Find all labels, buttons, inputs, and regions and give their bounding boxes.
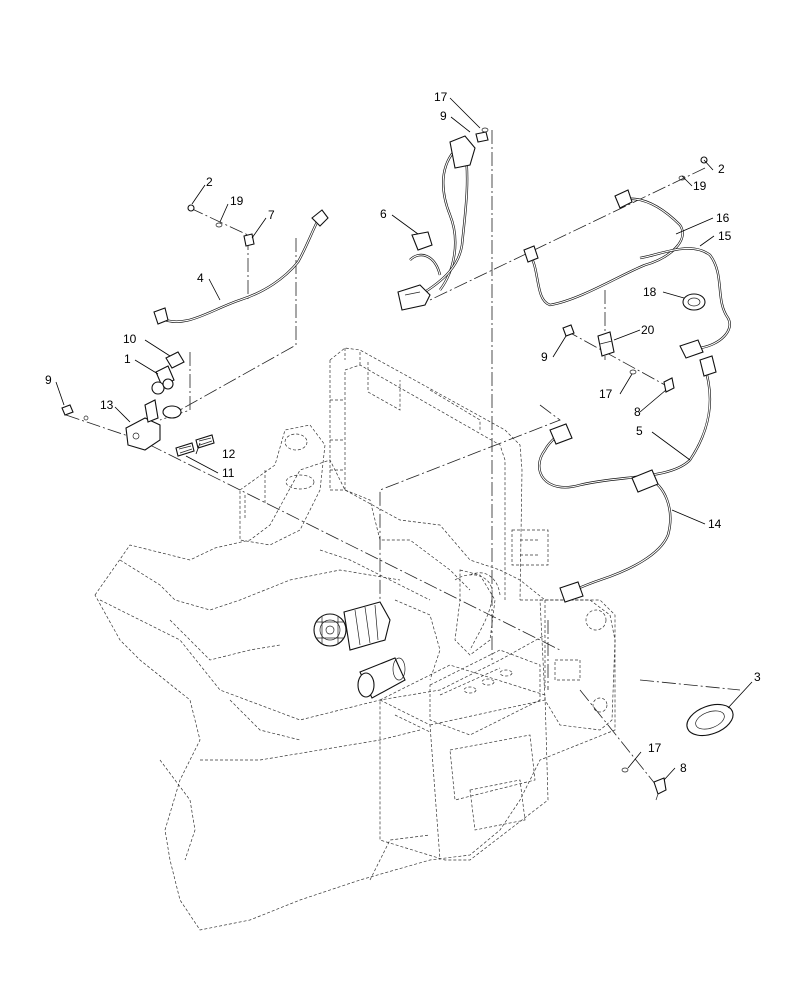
hardware bbox=[61, 127, 708, 801]
callout-9-top: 9 bbox=[440, 109, 447, 123]
callout-2-left: 2 bbox=[206, 175, 213, 189]
callout-labels: 17 9 6 2 19 7 4 2 19 16 15 18 20 9 17 8 … bbox=[45, 90, 761, 775]
switch-assembly bbox=[125, 351, 215, 457]
leader-lines bbox=[55, 97, 753, 781]
alternator bbox=[313, 601, 391, 651]
callout-8-mid: 8 bbox=[634, 405, 641, 419]
callout-5: 5 bbox=[636, 424, 643, 438]
harness-15 bbox=[639, 247, 731, 359]
loader-frame bbox=[94, 347, 616, 931]
harness-6 bbox=[397, 131, 489, 311]
callout-6: 6 bbox=[380, 207, 387, 221]
callout-17-top: 17 bbox=[434, 90, 448, 104]
callout-10: 10 bbox=[123, 332, 137, 346]
callout-3: 3 bbox=[754, 670, 761, 684]
callout-11: 11 bbox=[222, 466, 235, 480]
callout-19-right: 19 bbox=[693, 179, 707, 193]
callout-12: 12 bbox=[222, 447, 236, 461]
callout-16: 16 bbox=[716, 211, 730, 225]
callout-17-mid: 17 bbox=[599, 387, 613, 401]
callout-19-left: 19 bbox=[230, 194, 244, 208]
callout-2-right: 2 bbox=[718, 162, 725, 176]
harness-4 bbox=[153, 209, 329, 325]
callout-15: 15 bbox=[718, 229, 732, 243]
callout-20: 20 bbox=[641, 323, 655, 337]
callout-18: 18 bbox=[643, 285, 657, 299]
callout-9-mid: 9 bbox=[541, 350, 548, 364]
clip-20 bbox=[597, 331, 615, 357]
callout-8-bottom: 8 bbox=[680, 761, 687, 775]
callout-4: 4 bbox=[197, 271, 204, 285]
callout-1: 1 bbox=[124, 352, 131, 366]
starter-filter bbox=[357, 657, 406, 699]
callout-9-left: 9 bbox=[45, 373, 52, 387]
ring-terminal-18 bbox=[682, 293, 706, 311]
assembly-centerlines bbox=[65, 130, 741, 791]
callout-17-bottom: 17 bbox=[648, 741, 662, 755]
cable-14 bbox=[559, 469, 672, 603]
cable-5 bbox=[538, 355, 717, 489]
callout-13: 13 bbox=[100, 398, 114, 412]
callout-7: 7 bbox=[268, 208, 275, 222]
grommet-3 bbox=[686, 703, 734, 737]
harness-16 bbox=[523, 189, 684, 307]
callout-14: 14 bbox=[708, 517, 722, 531]
